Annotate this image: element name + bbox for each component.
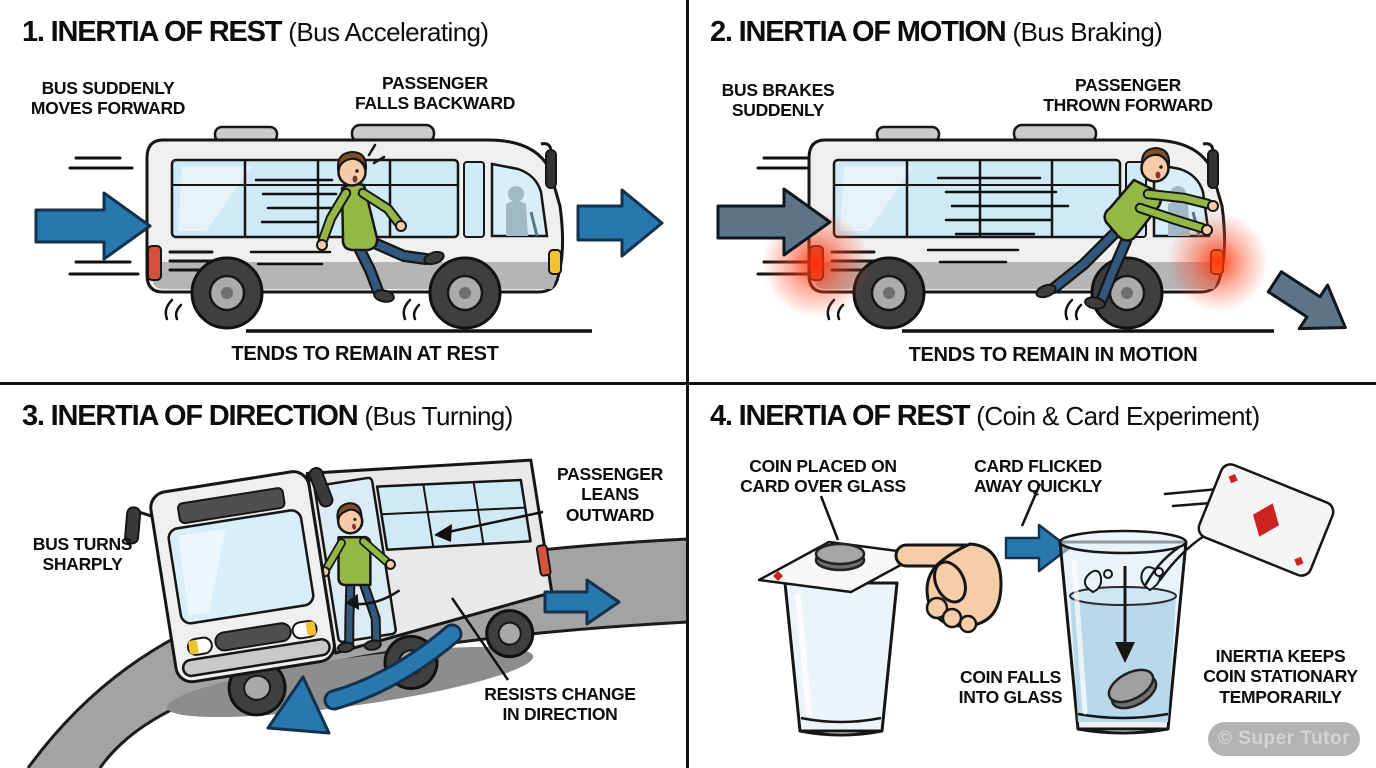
- curved-arrow-down-left-icon: [266, 623, 463, 735]
- panel4-title-sub: (Coin & Card Experiment): [976, 401, 1260, 431]
- panel3-title-sub: (Bus Turning): [364, 401, 513, 431]
- bus-braking-illustration: [716, 123, 1347, 333]
- watermark-badge: © Super Tutor: [1208, 722, 1360, 756]
- mirror-icon: [1207, 149, 1219, 189]
- panel2-title-sub: (Bus Braking): [1012, 17, 1163, 47]
- wheels: [852, 256, 1164, 330]
- tail-light: [147, 245, 162, 281]
- leader-line: [819, 495, 840, 541]
- speed-lines: [68, 156, 140, 276]
- label-passenger-thrown-forward: PASSENGER THROWN FORWARD: [1043, 75, 1213, 116]
- panel-inertia-of-rest-coin-card: 4. INERTIA OF REST(Coin & Card Experimen…: [688, 384, 1376, 768]
- panel-inertia-of-motion-bus: 2. INERTIA OF MOTION(Bus Braking) BUS BR…: [688, 0, 1376, 384]
- passenger-thrown-forward: [1035, 146, 1219, 310]
- arrow-right-icon: [576, 188, 664, 258]
- horizontal-divider: [0, 382, 1376, 385]
- arrow-right-icon: [34, 191, 152, 261]
- caption-tends-to-remain-in-motion: TENDS TO REMAIN IN MOTION: [908, 344, 1198, 366]
- label-passenger-falls-backward: PASSENGER FALLS BACKWARD: [354, 73, 516, 114]
- tail-light: [535, 544, 552, 577]
- label-card-flicked-away: CARD FLICKED AWAY QUICKLY: [973, 456, 1103, 497]
- label-passenger-leans-outward: PASSENGER LEANS OUTWARD: [557, 464, 663, 525]
- passenger-leaning-outward: [319, 502, 396, 654]
- arrow-right-icon: [1004, 523, 1071, 573]
- arrow-right-icon: [543, 578, 621, 626]
- panel3-title: 3. INERTIA OF DIRECTION(Bus Turning): [22, 400, 513, 433]
- panel1-title-main: 1. INERTIA OF REST: [22, 16, 282, 48]
- leader-line: [450, 597, 510, 681]
- caption-tends-to-remain-at-rest: TENDS TO REMAIN AT REST: [231, 343, 499, 365]
- motion-streaks: [926, 176, 1070, 264]
- panel2-title-main: 2. INERTIA OF MOTION: [710, 16, 1007, 48]
- mirror-icon: [545, 149, 557, 189]
- head-light: [548, 249, 562, 275]
- wheels: [190, 256, 502, 330]
- passenger-falling-backward: [316, 143, 445, 303]
- panel4-title: 4. INERTIA OF REST(Coin & Card Experimen…: [710, 400, 1260, 433]
- label-coin-placed-on-card: COIN PLACED ON CARD OVER GLASS: [740, 456, 906, 497]
- label-coin-falls-into-glass: COIN FALLS INTO GLASS: [958, 667, 1063, 708]
- brake-glow: [1168, 212, 1268, 312]
- label-bus-turns-sharply: BUS TURNS SHARPLY: [32, 534, 133, 575]
- flicking-hand: [894, 542, 1003, 634]
- motion-streaks: [249, 178, 338, 266]
- empty-glass: [783, 581, 899, 737]
- panel4-title-main: 4. INERTIA OF REST: [710, 400, 970, 432]
- arrow-down-right-icon: [1266, 270, 1347, 331]
- panel1-title: 1. INERTIA OF REST(Bus Accelerating): [22, 16, 489, 49]
- coin-on-card: [814, 542, 866, 572]
- panel-inertia-of-rest-bus: 1. INERTIA OF REST(Bus Accelerating) BUS…: [0, 0, 688, 384]
- leader-line: [1020, 483, 1042, 527]
- panel3-title-main: 3. INERTIA OF DIRECTION: [22, 400, 359, 432]
- label-inertia-keeps-coin-stationary: INERTIA KEEPS COIN STATIONARY TEMPORARIL…: [1203, 646, 1358, 707]
- mirror-icon: [124, 466, 334, 545]
- panel-inertia-of-direction-bus: 3. INERTIA OF DIRECTION(Bus Turning) BUS…: [0, 384, 688, 768]
- down-arrow-icon: [1115, 566, 1135, 663]
- panel1-title-sub: (Bus Accelerating): [288, 17, 489, 47]
- label-bus-brakes-suddenly: BUS BRAKES SUDDENLY: [721, 80, 835, 121]
- driver-silhouette: [506, 186, 528, 236]
- falling-coin: [1107, 668, 1158, 710]
- bus-accelerating-illustration: [34, 123, 664, 333]
- flying-card: [1197, 463, 1335, 577]
- coin-card-experiment-illustration: [757, 463, 1335, 737]
- arrow-right-icon: [716, 187, 832, 257]
- label-bus-suddenly-moves-forward: BUS SUDDENLY MOVES FORWARD: [30, 78, 186, 119]
- label-resists-change-in-direction: RESISTS CHANGE IN DIRECTION: [484, 684, 636, 725]
- panel2-title: 2. INERTIA OF MOTION(Bus Braking): [710, 16, 1163, 49]
- leader-arrow: [434, 510, 544, 542]
- bus-turning-illustration: [26, 458, 688, 768]
